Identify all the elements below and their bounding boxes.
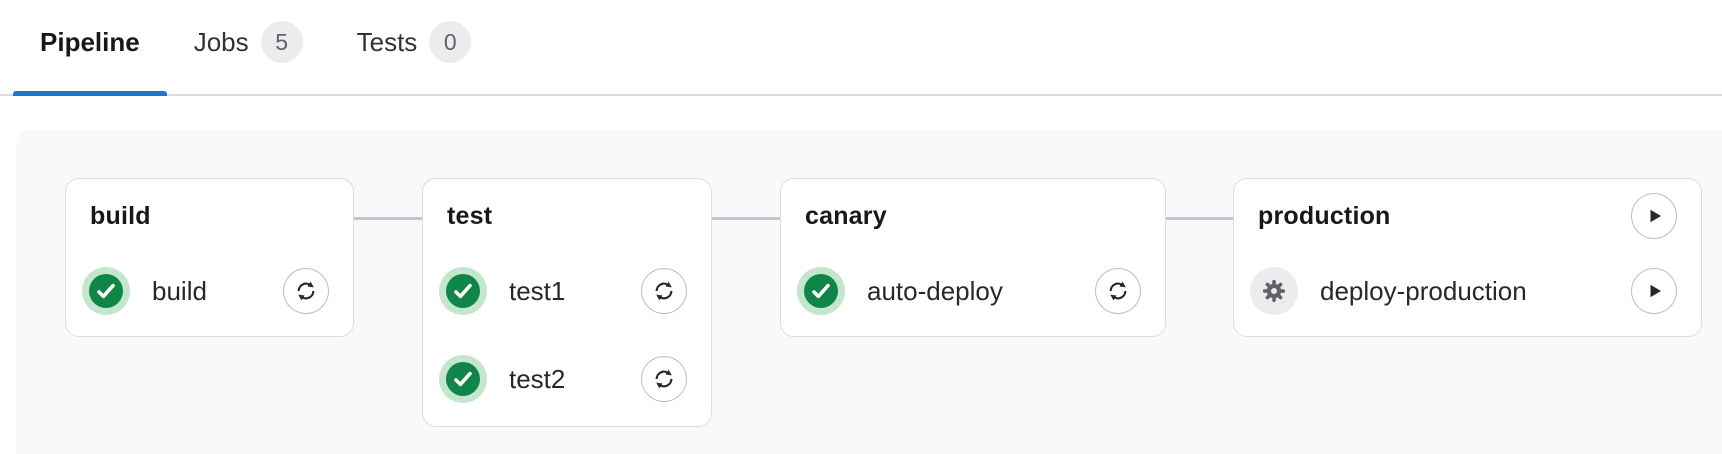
stage-header: test [447,193,687,239]
retry-job-button[interactable] [641,356,687,402]
stage-header: canary [805,193,1141,239]
pipeline-tab-bar: Pipeline Jobs 5 Tests 0 [0,0,1722,96]
stage-card-build: build build [65,178,354,337]
stage-jobs: test1 test2 [439,267,687,403]
job-row-test2[interactable]: test2 [439,355,687,403]
job-row-test1[interactable]: test1 [439,267,687,315]
tab-pipeline[interactable]: Pipeline [13,0,167,96]
stage-title: canary [805,201,887,230]
job-name: test2 [509,363,566,394]
retry-icon [651,366,677,392]
stage-connector [354,217,422,220]
play-icon [1643,280,1665,302]
active-tab-underline [13,91,167,96]
play-icon [1643,205,1665,227]
stage-title: test [447,201,493,230]
stage-title: build [90,201,151,230]
stage-jobs: auto-deploy [797,267,1141,315]
stage-header: production [1258,193,1677,239]
status-success-icon [82,267,130,315]
retry-icon [293,278,319,304]
tab-tests-label: Tests [356,26,418,57]
job-name: build [152,275,207,306]
stage-connector [1166,217,1233,220]
tab-tests[interactable]: Tests 0 [330,0,499,94]
jobs-count-badge: 5 [260,21,303,63]
retry-job-button[interactable] [1095,268,1141,314]
status-success-icon [439,267,487,315]
stage-card-production: production deploy-production [1233,178,1702,337]
stage-title: production [1258,201,1391,230]
job-row-build[interactable]: build [82,267,329,315]
status-success-icon [439,355,487,403]
tests-count-badge: 0 [429,21,472,63]
status-success-icon [797,267,845,315]
stage-jobs: deploy-production [1250,267,1677,315]
stage-header: build [90,193,329,239]
retry-icon [651,278,677,304]
job-name: test1 [509,275,566,306]
tab-jobs[interactable]: Jobs 5 [167,0,330,94]
retry-job-button[interactable] [641,268,687,314]
job-name: deploy-production [1320,275,1527,306]
stage-jobs: build [82,267,329,315]
status-manual-gear-icon [1250,267,1298,315]
stage-card-test: test test1 [422,178,712,427]
retry-icon [1105,278,1131,304]
retry-job-button[interactable] [283,268,329,314]
job-row-auto-deploy[interactable]: auto-deploy [797,267,1141,315]
stage-play-button[interactable] [1631,193,1677,239]
job-row-deploy-production[interactable]: deploy-production [1250,267,1677,315]
tab-pipeline-label: Pipeline [40,26,140,57]
stage-connector [712,217,780,220]
pipeline-graph: build build test [16,130,1722,454]
job-name: auto-deploy [867,275,1003,306]
stage-card-canary: canary auto-deploy [780,178,1166,337]
tab-jobs-label: Jobs [193,26,249,57]
play-job-button[interactable] [1631,268,1677,314]
